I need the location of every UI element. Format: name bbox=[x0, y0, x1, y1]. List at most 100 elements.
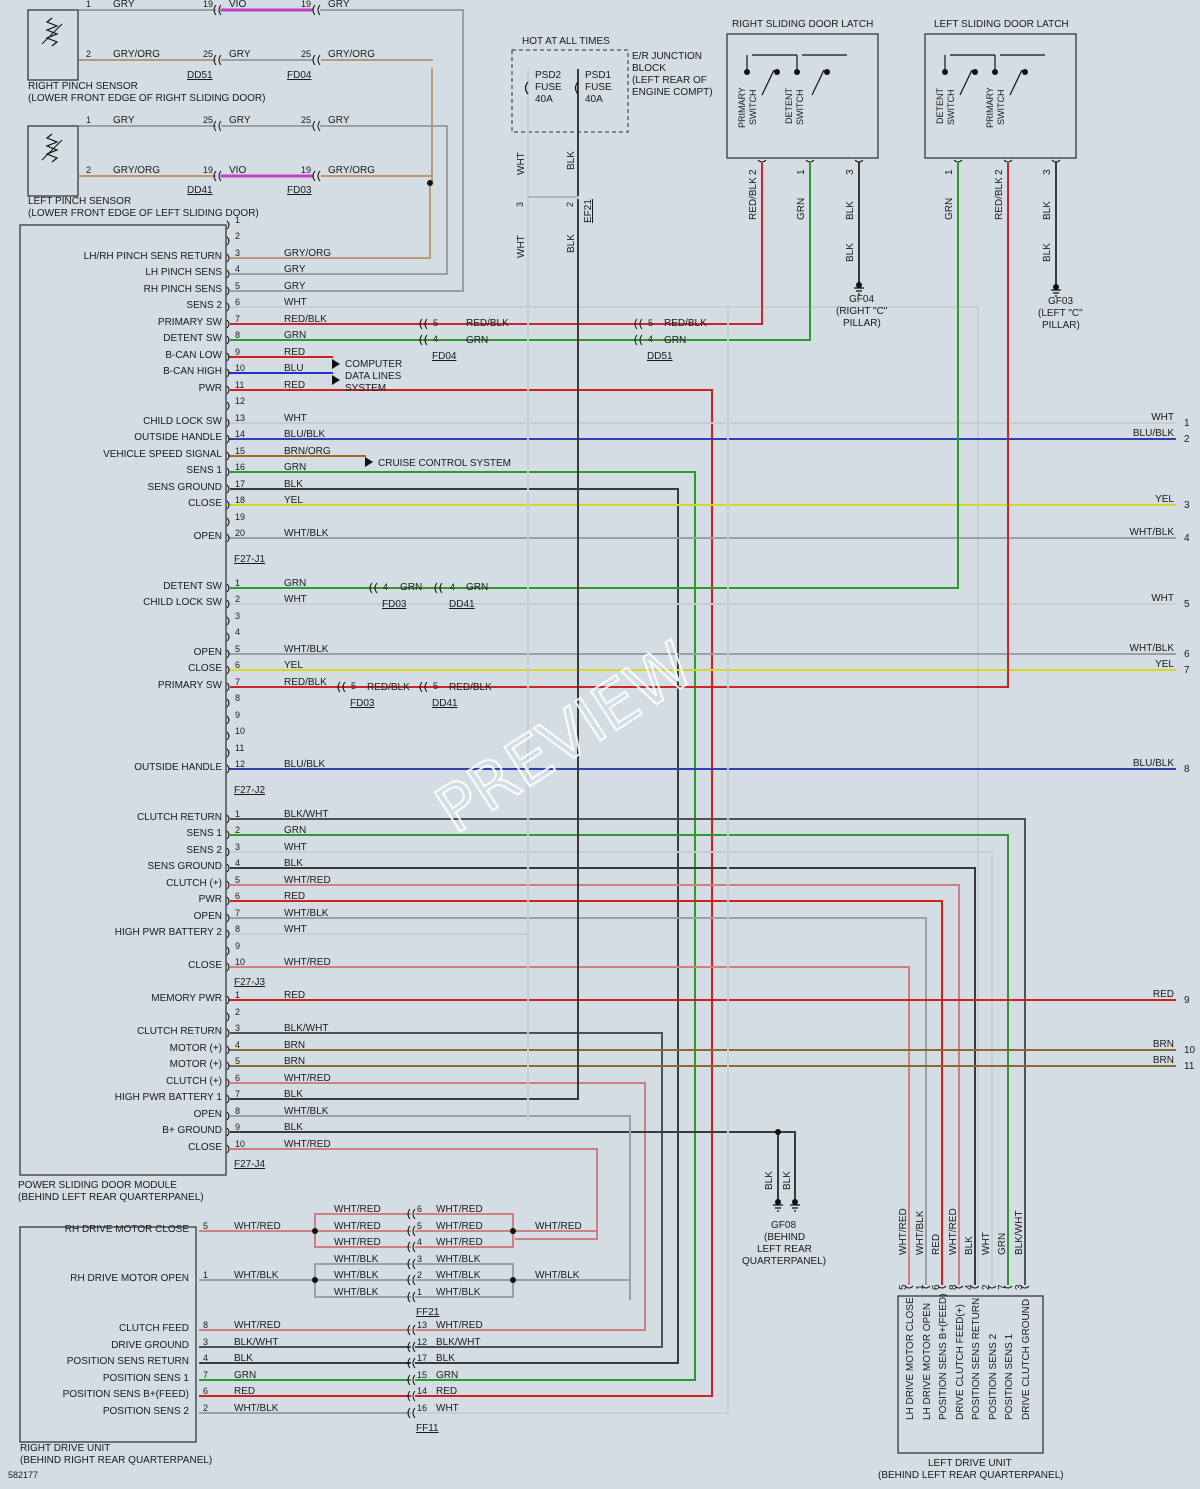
preview-watermark: PREVIEW bbox=[423, 628, 706, 848]
rdu-pin-label: CLUTCH FEED bbox=[119, 1323, 189, 1334]
ldu-pin-number: 3 bbox=[1014, 1284, 1025, 1290]
module-pin-plug bbox=[226, 665, 230, 675]
offpage-number: 1 bbox=[1184, 418, 1190, 429]
latch-switch-symbol bbox=[796, 54, 847, 96]
rh-motor-color: WHT/RED bbox=[234, 1221, 281, 1232]
module-pin-label: HIGH PWR BATTERY 2 bbox=[115, 927, 223, 938]
rh-motor-pin: 5 bbox=[203, 1221, 208, 1231]
ldu-pin-label: DRIVE CLUTCH FEED(+) bbox=[955, 1304, 966, 1420]
left-pinch-title: LEFT PINCH SENSOR bbox=[28, 196, 131, 207]
connector-dd41-mid: DD41 bbox=[449, 599, 475, 610]
module-pin-plug bbox=[226, 1111, 230, 1121]
ff11-wire-color: BLK/WHT bbox=[436, 1337, 480, 1348]
module-pin-number: 7 bbox=[235, 677, 240, 687]
module-pin-number: 1 bbox=[235, 215, 240, 225]
wire-sens1-j1 bbox=[230, 471, 696, 1380]
latch-switch-dot bbox=[942, 69, 948, 75]
connector-ef21: EF21 bbox=[583, 199, 594, 223]
module-pin-plug bbox=[226, 847, 230, 857]
wire-clutch-return-j4 bbox=[230, 1032, 663, 1347]
ldu-pin-plug bbox=[1020, 1285, 1030, 1289]
module-wire-color: WHT bbox=[284, 594, 307, 605]
ll-detent-1: DETENT bbox=[935, 87, 945, 124]
rh-motor-junction-r bbox=[510, 1228, 516, 1234]
module-pin-number: 8 bbox=[235, 1106, 240, 1116]
ldu-pin-plug bbox=[970, 1285, 980, 1289]
module-pin-label: CLUTCH RETURN bbox=[137, 812, 222, 823]
module-pin-plug bbox=[226, 649, 230, 659]
splice1-pin: 25 bbox=[203, 115, 213, 125]
junction-line-1: E/R JUNCTION bbox=[632, 51, 702, 62]
module-pin-number: 5 bbox=[235, 875, 240, 885]
ll-primary-1: PRIMARY bbox=[985, 87, 995, 128]
rdu-pin-number: 3 bbox=[203, 1337, 208, 1347]
module-wire-color: BRN bbox=[284, 1056, 305, 1067]
module-pin-plug bbox=[226, 583, 230, 593]
sensor-plug-a bbox=[213, 170, 222, 182]
latch-pin-plug bbox=[805, 159, 815, 163]
module-wire-color: RED bbox=[284, 891, 305, 902]
psd1-rating: 40A bbox=[585, 94, 603, 105]
wire-sens2-j3 bbox=[230, 851, 993, 1285]
fuse-wire-right-lower: BLK bbox=[566, 234, 577, 253]
module-pin-number: 11 bbox=[235, 743, 244, 753]
inline-plug bbox=[419, 681, 428, 693]
module-pin-number: 11 bbox=[235, 380, 244, 390]
left-pinch-location: (LOWER FRONT EDGE OF LEFT SLIDING DOOR) bbox=[28, 208, 259, 219]
offpage-number: 7 bbox=[1184, 665, 1190, 676]
right-drive-location: (BEHIND RIGHT REAR QUARTERPANEL) bbox=[20, 1455, 212, 1466]
module-pin-plug bbox=[226, 302, 230, 312]
module-wire-color: RED/BLK bbox=[284, 314, 327, 325]
module-pin-plug bbox=[226, 220, 230, 230]
sensor-pin-number: 1 bbox=[86, 115, 91, 125]
module-pin-number: 1 bbox=[235, 809, 240, 819]
latch-switch-symbol bbox=[944, 54, 995, 96]
module-pin-plug bbox=[226, 418, 230, 428]
module-pin-number: 1 bbox=[235, 990, 240, 1000]
offpage-color: RED bbox=[1153, 989, 1174, 1000]
rdu-wire-color: BLK/WHT bbox=[234, 1337, 278, 1348]
module-wire-color: WHT/BLK bbox=[284, 908, 329, 919]
splice2-pin: 19 bbox=[301, 165, 311, 175]
module-wire-color: WHT/BLK bbox=[284, 1106, 329, 1117]
module-pin-number: 6 bbox=[235, 891, 240, 901]
gf03-wire-label: BLK bbox=[1042, 243, 1053, 262]
ff11-wire-color: RED bbox=[436, 1386, 457, 1397]
module-pin-number: 14 bbox=[235, 429, 245, 439]
module-pin-plug bbox=[226, 748, 230, 758]
ldu-wire-color: GRN bbox=[997, 1233, 1008, 1255]
ff11-wire-color: BLK bbox=[436, 1353, 455, 1364]
wire-clutch-plus-j4 bbox=[230, 1082, 646, 1330]
module-pin-plug bbox=[226, 484, 230, 494]
module-wire-color: GRN bbox=[284, 330, 306, 341]
module-wire-color: GRN bbox=[284, 578, 306, 589]
offpage-color: WHT/BLK bbox=[1130, 643, 1175, 654]
rdu-wire-color: RED bbox=[234, 1386, 255, 1397]
ff11-plug bbox=[407, 1407, 416, 1419]
ldu-pin-number: 2 bbox=[981, 1284, 992, 1290]
latch-pin-number: 3 bbox=[1042, 169, 1053, 175]
connector-fd03-mid: FD03 bbox=[382, 599, 407, 610]
splice-color-c: RED/BLK bbox=[664, 318, 707, 329]
inline-plug bbox=[434, 582, 443, 594]
right-drive-title: RIGHT DRIVE UNIT bbox=[20, 1443, 110, 1454]
module-pin-plug bbox=[226, 1127, 230, 1137]
wire-high-pwr-battery-1 bbox=[230, 200, 579, 1100]
rh-motor-pin: 1 bbox=[203, 1270, 208, 1280]
gf03-ground-dot bbox=[1053, 284, 1059, 290]
dd41-pin4: 4 bbox=[450, 582, 455, 592]
module-pin-label: CHILD LOCK SW bbox=[143, 597, 222, 608]
module-pin-number: 8 bbox=[235, 330, 240, 340]
module-pin-label: PWR bbox=[199, 894, 222, 905]
rdu-pin-label: DRIVE GROUND bbox=[111, 1340, 189, 1351]
latch-pin-number: 1 bbox=[944, 169, 955, 175]
connector-fd04-top: FD04 bbox=[287, 70, 312, 81]
module-pin-number: 3 bbox=[235, 1023, 240, 1033]
sensor-wire-color: GRY/ORG bbox=[113, 165, 160, 176]
computer-data-2: DATA LINES bbox=[345, 371, 402, 382]
latch-wire-color: BLK bbox=[845, 201, 856, 220]
right-pinch-title: RIGHT PINCH SENSOR bbox=[28, 81, 138, 92]
ll-detent-2: SWITCH bbox=[946, 90, 956, 126]
connector-ff11: FF11 bbox=[416, 1423, 439, 1434]
